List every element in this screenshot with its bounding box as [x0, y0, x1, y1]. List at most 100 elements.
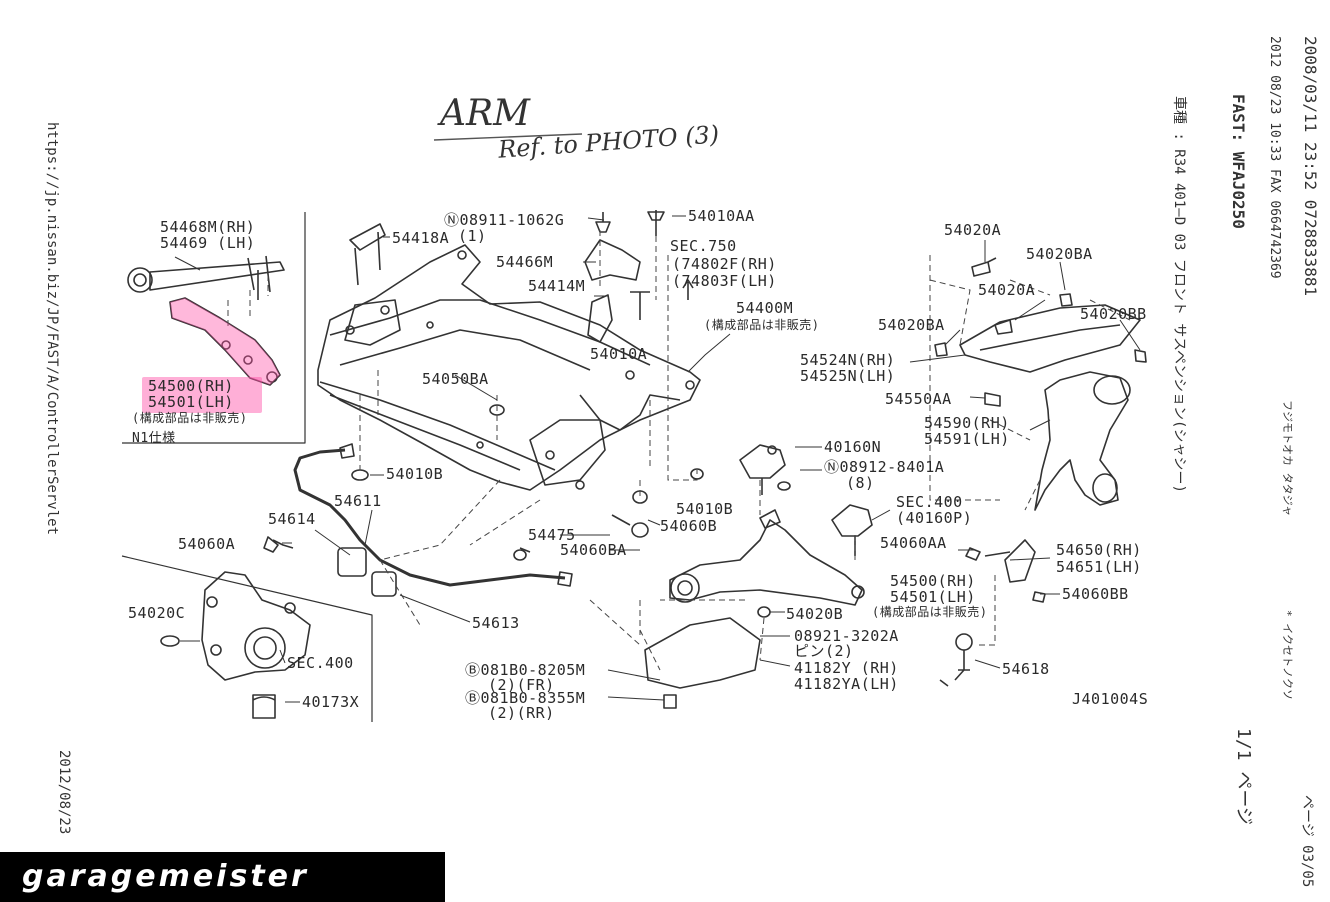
part-label: 54010AA	[688, 207, 755, 225]
part-label: 54060A	[178, 535, 236, 553]
part-label: 54614	[268, 510, 316, 528]
part-label: (2)(FR)	[488, 676, 555, 694]
part-label: 54020B	[786, 605, 844, 623]
highlighted-arm-shape	[170, 298, 280, 385]
part-label: 54500(RH)	[148, 377, 234, 395]
part-label: (2)(RR)	[488, 704, 555, 722]
part-label: 54650(RH)	[1056, 541, 1142, 559]
part-label: SEC.400	[896, 493, 963, 511]
highlight-lower-arm-inset	[142, 377, 262, 413]
margin-misc2: * イクセトノクソ	[1281, 610, 1294, 701]
page-indicator: 1/1 ページ	[1233, 728, 1254, 825]
part-label: 54050BA	[422, 370, 489, 388]
front-subframe	[317, 244, 701, 491]
inset-lower-arm	[169, 297, 281, 386]
part-label: 40173X	[302, 693, 360, 711]
part-label: SEC.400	[287, 654, 354, 672]
part-label: 54611	[334, 492, 382, 510]
part-label: 54501(LH)	[890, 588, 976, 606]
part-label: (74803F(LH)	[672, 272, 777, 290]
page-corner: ページ 03/05	[1299, 795, 1315, 888]
part-label: 54010B	[386, 465, 444, 483]
part-label: 54020BA	[878, 316, 945, 334]
bracket-54414m	[587, 294, 613, 343]
part-label: 54466M	[496, 253, 554, 271]
left-margin-url: https://jp.nissan.biz/JP/FAST/A/Controll…	[44, 122, 60, 536]
model-line: 車種 : R34 401—D 03 フロント サスペンション(シャシー)	[1171, 96, 1187, 493]
part-label: SEC.750	[670, 237, 737, 255]
left-margin-date: 2012/08/23	[56, 750, 72, 835]
handwritten-title: ARM	[440, 93, 530, 134]
part-label: 54060B	[660, 517, 718, 535]
stabilizer-bar	[293, 443, 573, 587]
part-label: 54524N(RH)	[800, 351, 896, 369]
part-label: J401004S	[1072, 690, 1149, 708]
inset-box	[122, 212, 306, 444]
ball-joint-40160n	[739, 444, 786, 495]
part-label: 54418A	[392, 229, 450, 247]
handwritten-underline	[433, 133, 583, 141]
part-label: 54060BA	[560, 541, 627, 559]
part-label: 54469 (LH)	[160, 234, 256, 252]
part-label: 54613	[472, 614, 520, 632]
section-frame	[121, 555, 373, 722]
part-label: 54020A	[944, 221, 1002, 239]
part-label: 54414M	[528, 277, 586, 295]
part-label: 54010B	[676, 500, 734, 518]
part-label: 54020BB	[1080, 305, 1147, 323]
part-label: 54060BB	[1062, 585, 1129, 603]
ball-joint-40160p	[831, 504, 873, 556]
margin-misc1: フジモトオカ タタジャ	[1281, 400, 1294, 517]
bracket-54418a	[349, 223, 386, 286]
part-label: 54010A	[590, 345, 648, 363]
part-label: (構成部品は非販売)	[132, 411, 248, 425]
inset-upper-link	[127, 255, 285, 300]
part-label: Ⓝ08912-8401A	[824, 458, 945, 476]
bushing-54614	[337, 547, 367, 577]
part-label: 41182YA(LH)	[794, 675, 899, 693]
washer-54020c	[160, 635, 180, 647]
part-label: 54525N(LH)	[800, 367, 896, 385]
part-label: (8)	[846, 474, 875, 492]
part-label: (構成部品は非販売)	[872, 605, 988, 619]
part-label: (1)	[458, 227, 487, 245]
upper-link-54524n	[959, 304, 1141, 373]
part-label: 54618	[1002, 660, 1050, 678]
part-label: 08921-3202A	[794, 627, 899, 645]
part-label: N1仕様	[132, 431, 176, 446]
part-label: 54475	[528, 526, 576, 544]
part-label: 54468M(RH)	[160, 218, 256, 236]
part-label: (40160P)	[896, 509, 973, 527]
part-label: 40160N	[824, 438, 882, 456]
part-label: 54400M	[736, 299, 794, 317]
bracket-54650	[1004, 539, 1036, 583]
part-label: 54020BA	[1026, 245, 1093, 263]
fax-header-line2: 2012 08/23 10:33 FAX 0664742369	[1267, 36, 1282, 279]
part-label: (74802F(RH)	[672, 255, 777, 273]
fax-header-line1: 2008/03/11 23:52 0728833881	[1301, 36, 1320, 297]
knuckle-sec400	[201, 571, 311, 681]
bracket-54466m	[584, 239, 641, 281]
part-label: Ⓝ08911-1062G	[444, 211, 565, 229]
part-label: 54500(RH)	[890, 572, 976, 590]
part-label: 54060AA	[880, 534, 947, 552]
part-label: 54550AA	[885, 390, 952, 408]
garagemeister-logo: garagemeister	[0, 852, 445, 902]
part-label: (構成部品は非販売)	[704, 318, 820, 332]
part-label: 54651(LH)	[1056, 558, 1142, 576]
part-label: ピン(2)	[794, 642, 854, 660]
bushing-40173x	[252, 694, 276, 719]
stabilizer-link-54618	[939, 633, 973, 687]
part-label: 54591(LH)	[924, 430, 1010, 448]
bracket-41182y	[644, 617, 761, 689]
knuckle-54590	[1034, 371, 1131, 511]
part-label: Ⓑ081B0-8355M	[465, 689, 586, 707]
part-label: 54020C	[128, 604, 186, 622]
fast-code: FAST: WFAJ0250	[1229, 94, 1248, 229]
bushing-54613	[371, 571, 397, 597]
lower-transverse-link	[669, 509, 865, 606]
part-label: 54020A	[978, 281, 1036, 299]
part-label: Ⓑ081B0-8205M	[465, 661, 586, 679]
part-label: 54590(RH)	[924, 414, 1010, 432]
